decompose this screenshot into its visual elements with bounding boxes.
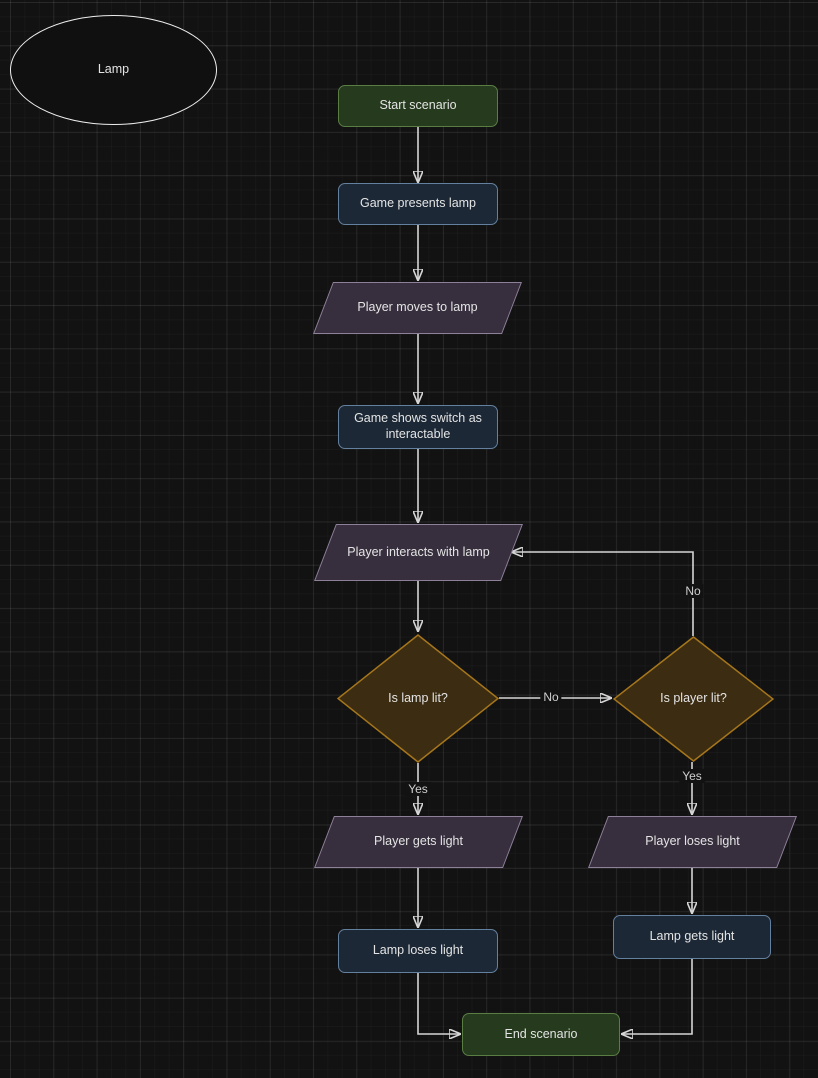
node-label: Player gets light [374,834,463,849]
diamond-shape [337,634,499,763]
edge-label-no-islamplit: No [540,690,562,704]
node-lamp-gets-light[interactable]: Lamp gets light [613,915,771,959]
node-label: Player interacts with lamp [347,544,490,559]
lamp-entity-label: Lamp [97,62,130,77]
node-label: Game shows switch as interactable [354,411,482,441]
node-label: End scenario [504,1026,578,1041]
node-player-loses-light[interactable]: Player loses light [588,816,797,868]
node-label: Is lamp lit? [388,690,448,705]
edge-isplayerlit-no-loop [512,552,694,636]
node-label: Player loses light [645,834,740,849]
lamp-entity-ellipse[interactable]: Lamp [10,15,217,125]
node-label: Lamp loses light [372,943,464,958]
edge-label-yes-isplayerlit: Yes [679,769,705,783]
node-end-scenario[interactable]: End scenario [462,1013,620,1056]
edge-lampgets-to-end [622,959,693,1034]
node-is-player-lit[interactable]: Is player lit? [613,636,774,762]
node-label: Game presents lamp [359,196,477,211]
node-game-shows-switch[interactable]: Game shows switch as interactable [338,405,498,449]
edge-label-yes-islamplit: Yes [405,782,431,796]
edge-lamploses-to-end [417,973,460,1034]
node-start-scenario[interactable]: Start scenario [338,85,498,127]
node-lamp-loses-light[interactable]: Lamp loses light [338,929,498,973]
node-player-moves-to-lamp[interactable]: Player moves to lamp [313,282,522,334]
node-label: Is player lit? [660,691,727,706]
node-is-lamp-lit[interactable]: Is lamp lit? [337,634,499,763]
node-label: Start scenario [379,98,457,113]
edge-label-no-isplayerlit: No [682,584,704,598]
node-game-presents-lamp[interactable]: Game presents lamp [338,183,498,225]
node-label: Lamp gets light [649,929,735,944]
diamond-shape [613,636,774,762]
node-label: Player moves to lamp [357,300,478,315]
node-player-gets-light[interactable]: Player gets light [314,816,523,868]
node-player-interacts-with-lamp[interactable]: Player interacts with lamp [314,524,523,581]
